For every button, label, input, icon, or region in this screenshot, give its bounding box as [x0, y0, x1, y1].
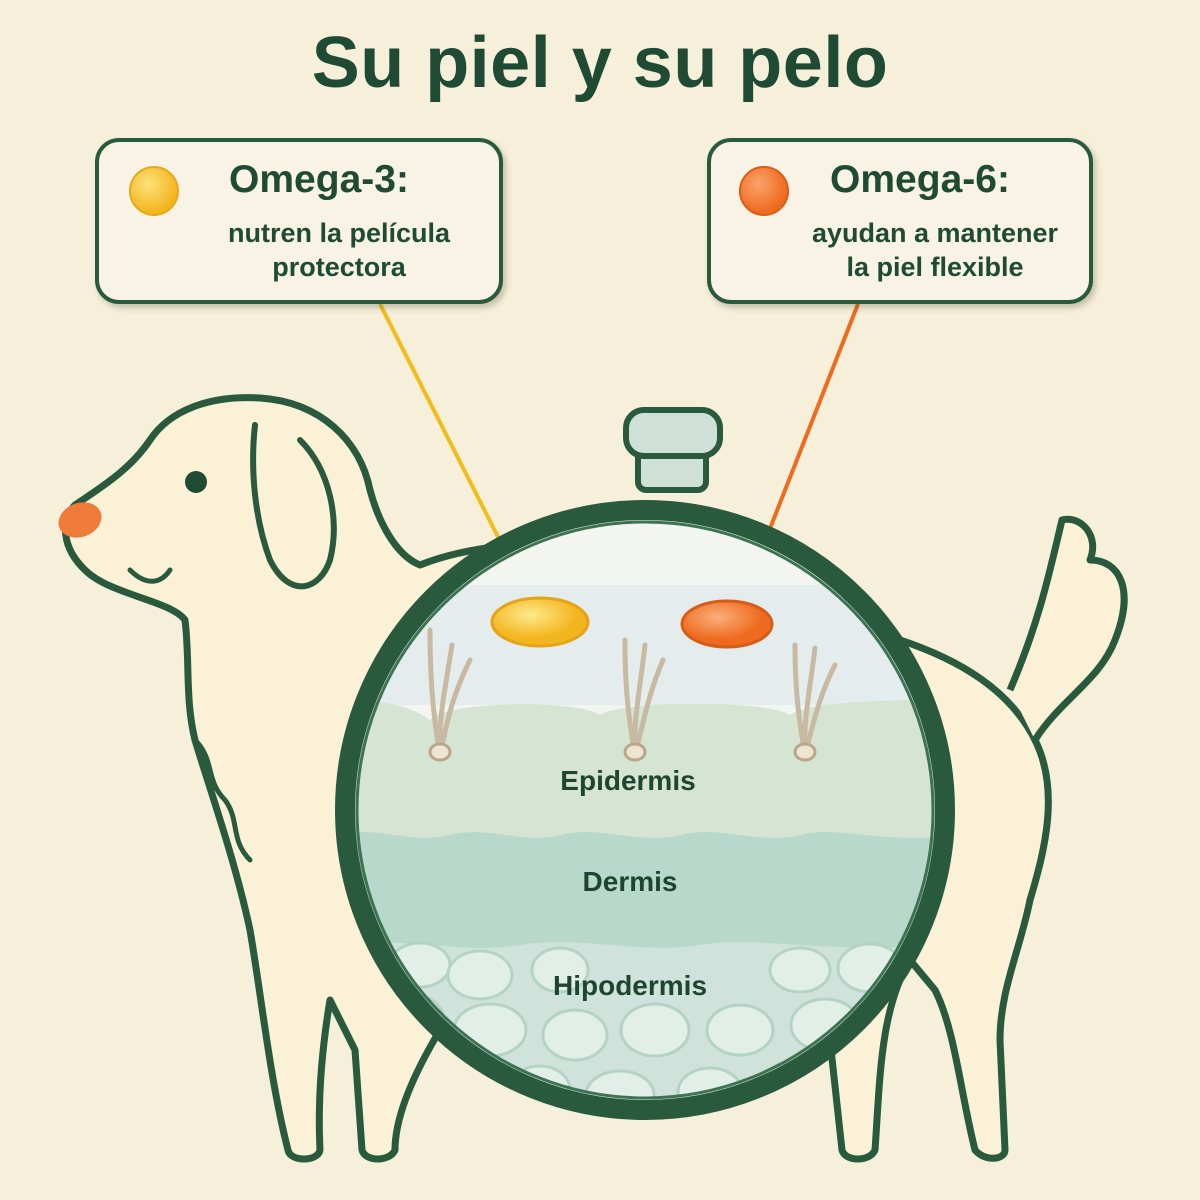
omega6-title: Omega-6:	[830, 158, 1010, 201]
omega6-description: ayudan a mantener la piel flexible	[711, 216, 1089, 284]
omega6-callout: Omega-6: ayudan a mantener la piel flexi…	[707, 138, 1093, 304]
dog-chest-fur	[192, 737, 253, 863]
omega6-desc-line1: ayudan a mantener	[811, 218, 1059, 248]
hipodermis-label: Hipodermis	[552, 970, 708, 1001]
omega3-desc-line1: nutren la película	[227, 218, 451, 248]
dog-tail	[1006, 515, 1128, 742]
dog-ear	[250, 422, 337, 590]
omega6-desc-line2: la piel flexible	[846, 252, 1024, 282]
lens-handle-cap	[623, 407, 723, 459]
dog-eye	[185, 471, 207, 493]
dog-nose	[58, 502, 102, 538]
omega3-callout: Omega-3: nutren la película protectora	[95, 138, 503, 304]
dermis-layer	[350, 832, 940, 950]
dog-mouth	[127, 567, 173, 584]
omega3-description: nutren la película protectora	[99, 216, 499, 284]
follicle-bulbs	[428, 742, 817, 762]
omega6-droplet	[680, 599, 774, 649]
lens-rim	[335, 500, 955, 1120]
omega6-dot-icon	[739, 166, 789, 216]
page-title: Su piel y su pelo	[311, 23, 889, 103]
epidermis-label: Epidermis	[560, 765, 696, 796]
omega3-title: Omega-3:	[229, 158, 409, 201]
omega3-dot-icon	[129, 166, 179, 216]
dermis-label: Dermis	[582, 866, 678, 897]
omega3-desc-line2: protectora	[272, 252, 406, 282]
omega3-droplet	[490, 596, 590, 648]
